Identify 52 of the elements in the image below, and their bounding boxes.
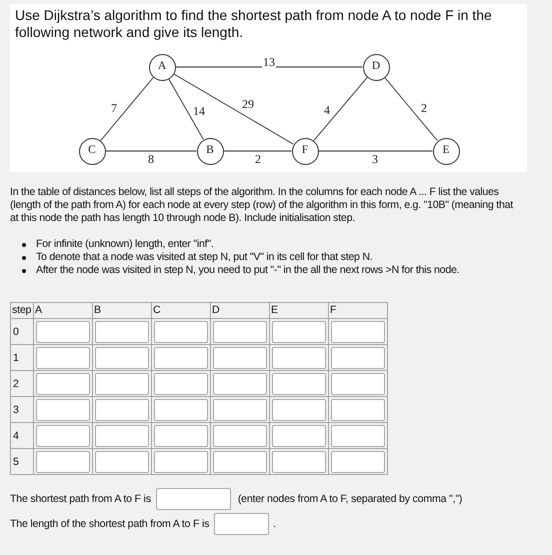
column-header: F	[328, 302, 388, 318]
instructions-text: In the table of distances below, list all steps of the algorithm. In the columns for each node A ... F list the values (length of the path from A) for each node at every step (row) of the algorithm in this form, e.g. "10B" (meaning that at this node the path has length 10 through node B). Include initialisation step.	[10, 186, 514, 225]
graph-edge	[384, 76, 438, 142]
graph-node-circle	[432, 138, 460, 164]
bullet-text: For infinite (unknown) length, enter "inf".	[36, 238, 214, 251]
graph-edge	[173, 73, 294, 145]
graph-edge	[223, 150, 292, 152]
bullet-text: After the node was visited in step N, you need to put "-" in the all the next rows >N for this node.	[36, 264, 460, 277]
graph-node-circle	[362, 54, 390, 80]
graph-edge	[100, 76, 154, 142]
graph-edge	[318, 150, 433, 152]
answer-hint: (enter nodes from A to F, separated by comma ",")	[238, 493, 462, 505]
edge-weight-label: 8	[147, 153, 155, 165]
column-header: A	[34, 302, 92, 318]
sentence-period: .	[273, 518, 276, 530]
edge-weight-label: 29	[241, 98, 255, 110]
step-number: 3	[10, 396, 34, 422]
answer-prompt: The shortest path from A to F is	[10, 493, 151, 505]
node-label: D	[372, 61, 380, 73]
graph-node-circle	[148, 54, 176, 80]
edge-weight-label: 3	[371, 153, 379, 165]
question-title: Use Dijkstra’s algorithm to find the shortest path from node A to node F in the following network and give its length.	[15, 7, 493, 41]
edge-weight-label: 7	[110, 102, 118, 114]
edge-weight-label: 2	[420, 102, 428, 114]
edge-weight-label: 4	[323, 104, 331, 116]
graph-node-circle	[196, 138, 224, 164]
step-number: 4	[10, 422, 34, 448]
edge-weight-label: 14	[192, 105, 206, 117]
graph-edge	[105, 150, 197, 152]
graph-edge	[175, 66, 363, 68]
column-header: C	[152, 302, 210, 318]
edge-weight-label: 13	[262, 56, 276, 68]
graph-edge	[168, 78, 204, 140]
step-number: 1	[10, 344, 34, 370]
answer-prompt: The length of the shortest path from A to F is	[10, 518, 210, 530]
node-label: C	[88, 145, 96, 157]
node-label: B	[206, 145, 214, 157]
edge-weight-label: 2	[254, 153, 262, 165]
graph-node-circle	[78, 138, 106, 164]
node-label: F	[302, 145, 308, 157]
graph-edge	[313, 76, 368, 142]
node-label: A	[158, 61, 166, 73]
column-header: D	[210, 302, 270, 318]
step-header: step	[10, 302, 34, 318]
bullet-text: To denote that a node was visited at step N, put "V" in its cell for that step N.	[36, 251, 372, 264]
column-header: E	[270, 302, 328, 318]
column-header: B	[92, 302, 152, 318]
step-number: 0	[10, 318, 34, 344]
graph-node-circle	[292, 138, 318, 164]
step-number: 2	[10, 370, 34, 396]
step-number: 5	[10, 448, 34, 474]
node-label: E	[442, 145, 450, 157]
